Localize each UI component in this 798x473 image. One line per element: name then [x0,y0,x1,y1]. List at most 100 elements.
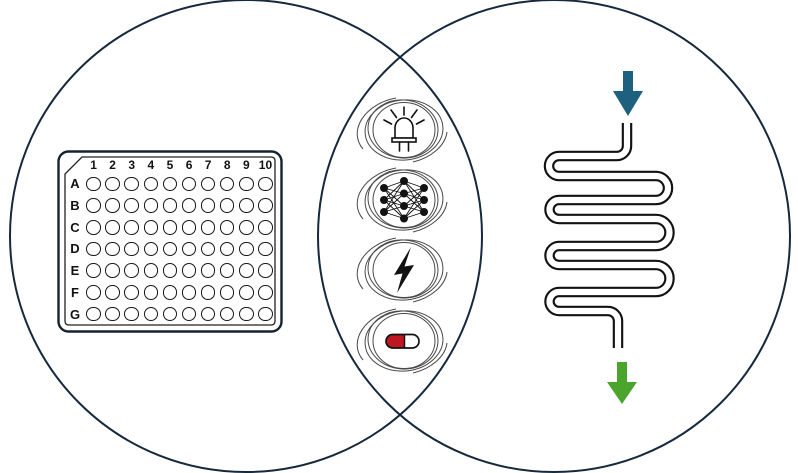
well-G3 [124,306,139,322]
plate-column-label-9: 9 [243,158,250,172]
well-G5 [162,306,178,322]
well-A1 [86,176,101,192]
well-F2 [105,285,120,300]
well-A7 [200,176,216,192]
well-A9 [239,176,254,192]
well-G2 [105,306,120,322]
well-D7 [200,241,216,257]
well-E6 [181,263,197,278]
lightning-bolt-icon [356,235,448,305]
well-A3 [124,176,139,192]
capsule-red-half [386,334,405,348]
well-C4 [143,220,159,235]
plate-column-label-4: 4 [147,158,155,172]
well-C1 [86,220,101,235]
plate-row-label-B: B [70,198,80,214]
venn-circle-left [9,0,483,473]
plate-column-label-10: 10 [258,158,273,172]
well-G9 [239,306,254,322]
well-G7 [200,306,216,322]
plate-column-label-8: 8 [223,158,231,172]
well-E1 [86,263,101,278]
well-B7 [200,198,216,213]
well-F3 [124,285,139,300]
serpentine-channel [543,122,675,349]
well-C2 [105,220,120,235]
well-F8 [219,285,235,300]
well-A2 [105,176,120,192]
well-G8 [219,306,235,322]
led-glyph [383,106,425,152]
well-D6 [181,241,197,257]
well-E3 [124,263,139,278]
well-B2 [105,198,120,213]
well-F4 [143,285,159,300]
well-B4 [143,198,159,213]
neural-network-icon [356,165,448,235]
well-E4 [143,263,159,278]
outlet-arrow-icon [607,362,637,404]
plate-column-label-1: 1 [90,158,97,172]
well-A8 [219,176,235,192]
well-G1 [86,306,101,322]
well-D8 [219,241,235,257]
well-C7 [200,220,216,235]
well-F9 [239,285,254,300]
well-G4 [143,306,159,322]
well-C6 [181,220,197,235]
capsule-glyph [385,333,420,349]
well-A6 [181,176,197,192]
well-B9 [239,198,254,213]
plate-inner-edge-chamfer [64,156,276,326]
well-E8 [219,263,235,278]
well-D10 [258,241,273,257]
plate-row-label-G: G [69,306,81,322]
well-F10 [258,285,273,300]
pill-capsule-icon [356,306,448,376]
inlet-arrow-icon [613,71,643,116]
well-A5 [162,176,178,192]
well-E10 [258,263,273,278]
plate-column-label-6: 6 [185,158,193,172]
well-B3 [124,198,139,213]
well-D4 [143,241,159,257]
well-F5 [162,285,178,300]
well-C9 [239,220,254,235]
well-E7 [200,263,216,278]
well-D5 [162,241,178,257]
well-C8 [219,220,235,235]
well-F1 [86,285,101,300]
well-B5 [162,198,178,213]
well-F6 [181,285,197,300]
well-E9 [239,263,254,278]
plate-column-label-2: 2 [109,158,116,172]
well-F7 [200,285,216,300]
well-G6 [181,306,197,322]
network-glyph [380,177,428,223]
well-B10 [258,198,273,213]
well-A4 [143,176,159,192]
well-B1 [86,198,101,213]
plate-column-label-3: 3 [128,158,136,172]
well-E2 [105,263,120,278]
plate-corner-notch [66,157,84,173]
well-D2 [105,241,120,257]
plate-row-label-D: D [70,241,80,257]
venn-circle-right [317,0,791,473]
well-C5 [162,220,178,235]
led-light-icon [356,95,448,165]
well-D9 [239,241,254,257]
well-E5 [162,263,178,278]
plate-row-label-F: F [71,284,79,300]
well-D1 [86,241,101,257]
plate-row-label-E: E [70,263,80,279]
well-C3 [124,220,139,235]
plate-row-label-C: C [70,219,80,235]
well-C10 [258,220,273,235]
well-D3 [124,241,139,257]
plate-column-label-7: 7 [204,158,212,172]
